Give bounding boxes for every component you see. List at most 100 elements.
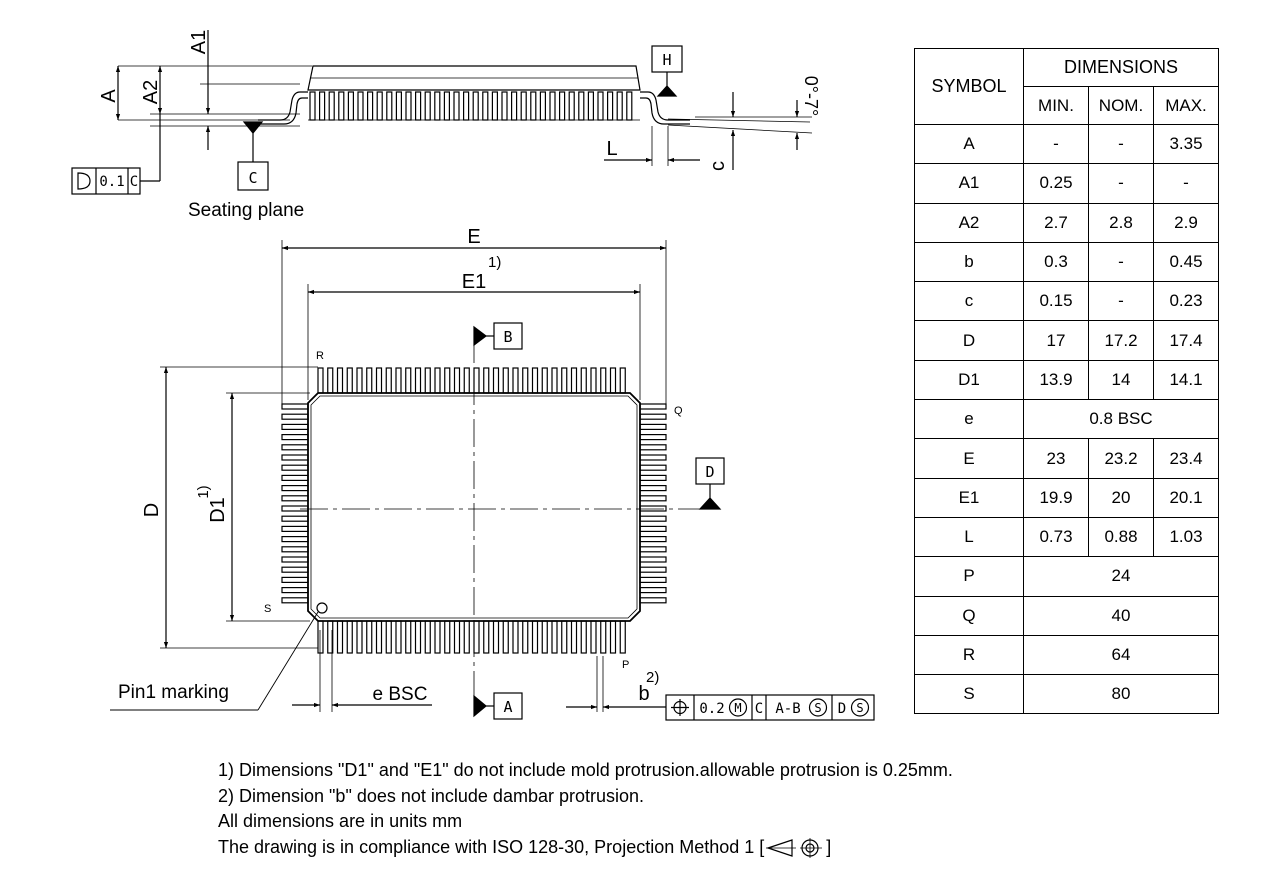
lead <box>561 367 568 394</box>
lead <box>405 91 412 121</box>
note-1: 1) Dimensions "D1" and "E1" do not inclu… <box>218 760 953 780</box>
label-E: E <box>467 226 480 248</box>
cell-symbol: S <box>914 674 1024 715</box>
label-P: P <box>622 659 629 671</box>
lead <box>405 367 412 394</box>
lead <box>590 620 597 654</box>
header-max: MAX. <box>1153 86 1219 125</box>
lead <box>639 576 667 584</box>
lead <box>281 525 309 533</box>
lead <box>281 495 309 502</box>
fcf-modifier-s1: S <box>814 701 821 715</box>
lead <box>639 413 667 420</box>
lead <box>639 546 667 553</box>
lead <box>580 367 587 394</box>
cell-min: 23 <box>1023 438 1089 479</box>
top-view <box>110 240 875 721</box>
cell-nom: 17.2 <box>1088 320 1154 361</box>
lead <box>522 620 529 654</box>
lead <box>309 91 316 121</box>
cell-symbol: e <box>914 399 1024 440</box>
lead <box>472 91 479 121</box>
lead <box>639 454 667 461</box>
lead <box>639 474 667 481</box>
lead <box>281 515 309 522</box>
note-3: All dimensions are in units mm <box>218 811 463 831</box>
table-row: A--3.35 <box>914 123 1219 165</box>
lead <box>434 91 441 121</box>
datum-D-label: D <box>705 463 714 481</box>
lead <box>386 91 393 121</box>
lead <box>483 620 490 654</box>
cell-nom: 20 <box>1088 477 1154 518</box>
cell-min: 0.25 <box>1023 163 1089 204</box>
cell-max: 20.1 <box>1153 477 1219 518</box>
lead <box>336 367 344 394</box>
cell-min: 19.9 <box>1023 477 1089 518</box>
header-min: MIN. <box>1023 86 1089 125</box>
lead <box>580 620 587 654</box>
cell-nom: - <box>1088 281 1154 322</box>
fcf-datum-1: C <box>755 701 763 717</box>
side-view-labels: A A2 A1 C 0.1 C Seating plane H L c 0°-7… <box>98 30 821 221</box>
lead <box>281 413 309 420</box>
cell-symbol: A <box>914 123 1024 165</box>
lead <box>281 444 309 451</box>
lead <box>415 91 422 121</box>
package-drawing: A A2 A1 C 0.1 C Seating plane H L c 0°-7… <box>71 30 875 721</box>
lead <box>463 620 470 654</box>
lead <box>531 620 539 654</box>
lead <box>376 91 383 121</box>
lead <box>473 367 480 394</box>
lead <box>616 91 623 121</box>
lead <box>281 474 309 481</box>
lead <box>561 620 568 654</box>
lead <box>414 367 422 394</box>
fcf-datum-2: A-B <box>775 701 800 717</box>
lead <box>619 367 626 394</box>
lead <box>327 620 334 654</box>
cell-nom: 2.8 <box>1088 202 1154 243</box>
cell-max: 0.23 <box>1153 281 1219 322</box>
label-R: R <box>316 350 324 362</box>
lead <box>568 91 575 121</box>
lead <box>502 620 509 654</box>
lead <box>281 597 309 604</box>
label-A1: A1 <box>188 30 210 54</box>
lead <box>512 367 519 394</box>
flatness-datum: C <box>130 174 138 190</box>
lead <box>327 367 334 394</box>
lead <box>281 566 309 573</box>
lead <box>609 367 617 394</box>
side-view <box>71 30 813 195</box>
lead <box>512 620 519 654</box>
label-c: c <box>707 161 729 171</box>
lead <box>597 91 604 121</box>
lead <box>281 505 309 512</box>
cell-nom: - <box>1088 163 1154 204</box>
lead <box>385 620 392 654</box>
lead <box>328 91 335 121</box>
cell-symbol: L <box>914 516 1024 558</box>
lead <box>570 367 578 394</box>
lead <box>395 367 402 394</box>
flatness-tolerance: 0.1 <box>99 174 124 190</box>
cell-max: 1.03 <box>1153 516 1219 558</box>
lead <box>587 91 595 121</box>
cell-value-span: 80 <box>1023 674 1219 715</box>
label-A2: A2 <box>140 80 162 104</box>
cell-max: 3.35 <box>1153 123 1219 165</box>
left-leads <box>281 403 309 604</box>
cell-min: 17 <box>1023 320 1089 361</box>
lead <box>356 367 363 394</box>
lead <box>639 485 667 492</box>
lead <box>444 620 451 654</box>
cell-min: 0.73 <box>1023 516 1089 558</box>
lead <box>606 91 614 121</box>
lead <box>639 556 667 563</box>
lead <box>551 620 558 654</box>
